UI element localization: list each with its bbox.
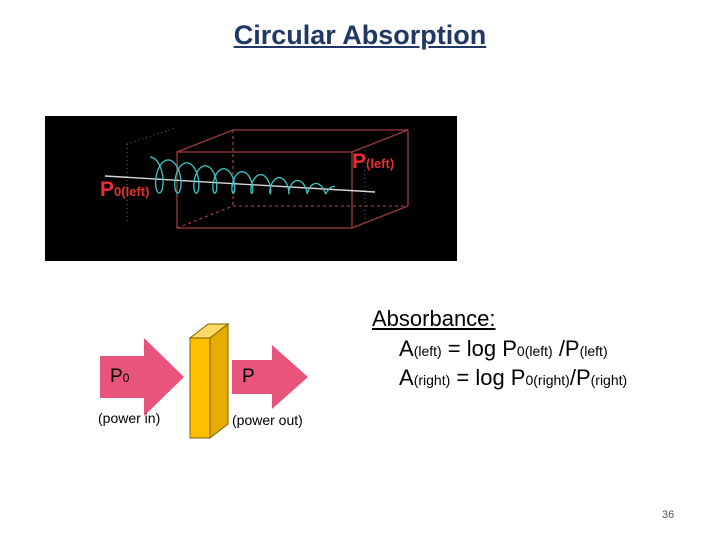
power-out-arrow (232, 345, 308, 409)
absorbance-block: Absorbance: A(left) = log P0(left) /P(le… (372, 308, 627, 396)
slide-title: Circular Absorption (233, 20, 487, 50)
absorbance-eq-right: A(right) = log P0(right)/P(right) (399, 365, 628, 390)
power-in-caption: (power in) (98, 410, 161, 426)
p0-left-label: P0(left) (100, 178, 150, 201)
p0-label: P0 (110, 366, 130, 387)
helix-illustration (104, 127, 409, 229)
p-left-label: P(left) (352, 150, 395, 173)
page-number: 36 (662, 509, 675, 521)
absorbance-heading: Absorbance: (372, 306, 496, 331)
sample-slab (188, 322, 230, 440)
circular-absorption-animation (45, 116, 457, 261)
power-in-arrow (100, 338, 184, 416)
helix-wave (149, 156, 335, 196)
power-out-caption: (power out) (232, 412, 303, 428)
absorbance-eq-left: A(left) = log P0(left) /P(left) (399, 336, 608, 361)
p-label: P (242, 366, 255, 387)
propagation-axis (104, 175, 376, 193)
frame-line (126, 127, 176, 145)
sample-box-outline (176, 129, 409, 229)
